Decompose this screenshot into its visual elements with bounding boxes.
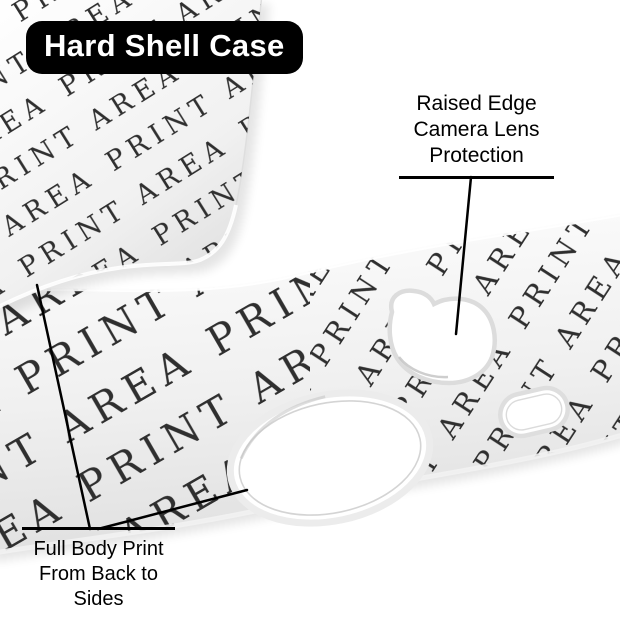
badge-label: Hard Shell Case xyxy=(44,28,285,63)
label-line: Sides xyxy=(73,587,124,610)
label-line: Protection xyxy=(429,144,524,168)
camera-protection-label: Raised Edge Camera Lens Protection xyxy=(399,91,554,180)
large-camera-opening xyxy=(226,389,434,527)
callout-line-camera xyxy=(454,175,473,336)
label-line: Raised Edge xyxy=(416,92,537,115)
label-line: Camera Lens xyxy=(413,118,540,142)
label-line: Full Body Print xyxy=(33,538,164,560)
label-line: From Back to xyxy=(39,562,158,585)
full-body-print-label: Full Body Print From Back to Sides xyxy=(22,527,175,611)
callout-line-fullbody-left xyxy=(35,283,92,531)
hard-shell-case-badge: Hard Shell Case xyxy=(26,21,303,74)
case-back-edge-highlight xyxy=(0,204,238,309)
callout-line-fullbody-right xyxy=(96,488,249,531)
case-back-print-area xyxy=(0,0,262,307)
case-main-top-rim-highlight xyxy=(0,211,620,295)
camera-cutout xyxy=(387,288,497,386)
side-cutout xyxy=(498,385,570,439)
